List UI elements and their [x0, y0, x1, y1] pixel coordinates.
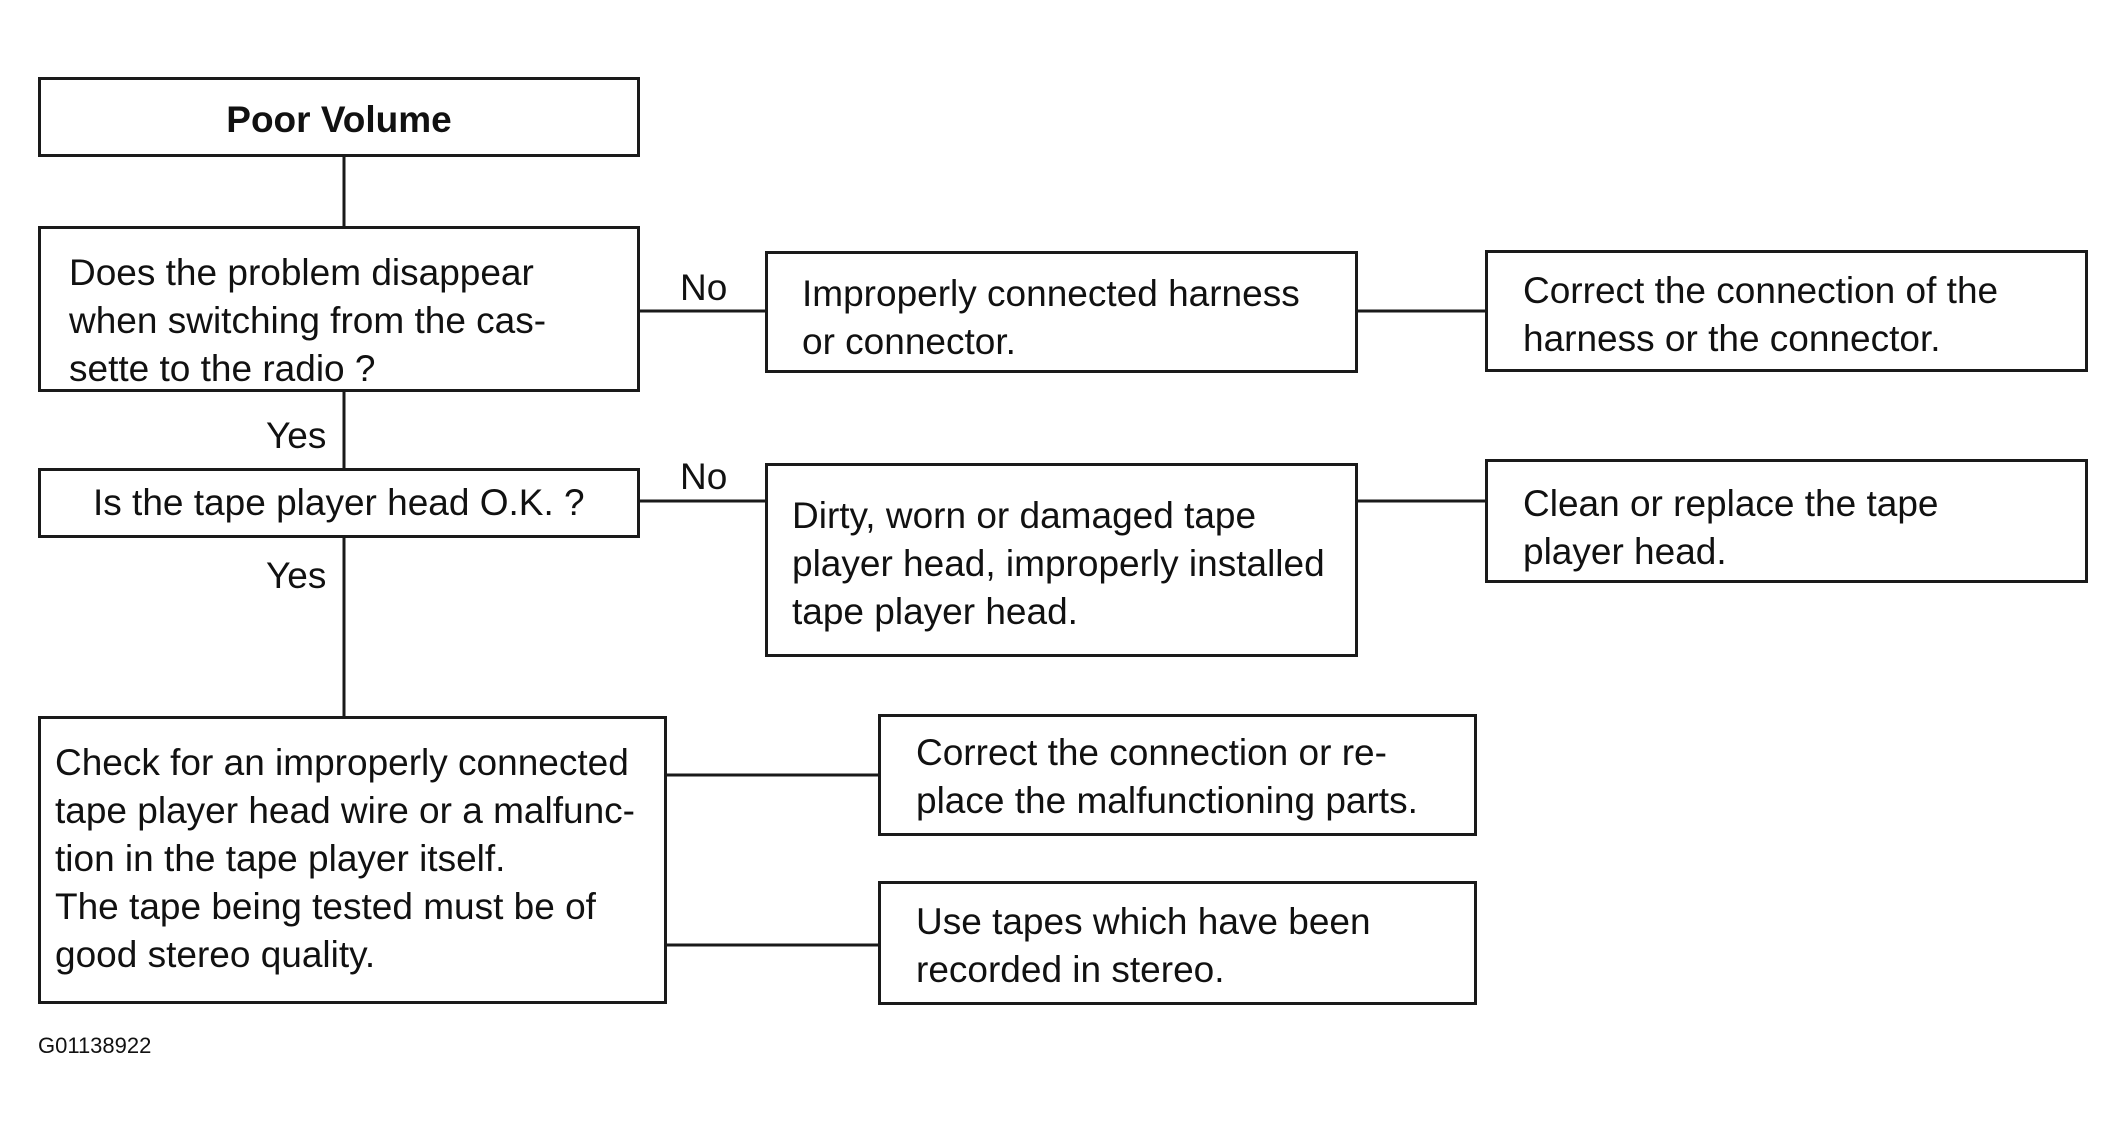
- fix-clean-replace-head: Clean or replace the tape player head.: [1485, 459, 2088, 583]
- question-problem-disappear: Does the problem disappear when switchin…: [38, 226, 640, 392]
- fix-use-stereo-tapes: Use tapes which have been recorded in st…: [878, 881, 1477, 1005]
- cause-improper-harness: Improperly connected harness or connecto…: [765, 251, 1358, 373]
- question-tape-head-ok: Is the tape player head O.K. ?: [38, 468, 640, 538]
- cause-damaged-tape-head: Dirty, worn or damaged tape player head,…: [765, 463, 1358, 657]
- fix-harness-connection: Correct the connection of the harness or…: [1485, 250, 2088, 372]
- check-head-wire-malfunction: Check for an improperly connected tape p…: [38, 716, 667, 1004]
- edge-label-no: No: [680, 456, 728, 497]
- fix-connection-or-parts: Correct the connection or re- place the …: [878, 714, 1477, 836]
- edge-label-no: No: [680, 267, 728, 308]
- edge-label-yes: Yes: [266, 555, 327, 596]
- start-node-poor-volume: Poor Volume: [38, 77, 640, 157]
- edge-label-yes: Yes: [266, 415, 327, 456]
- figure-code: G01138922: [38, 1033, 152, 1058]
